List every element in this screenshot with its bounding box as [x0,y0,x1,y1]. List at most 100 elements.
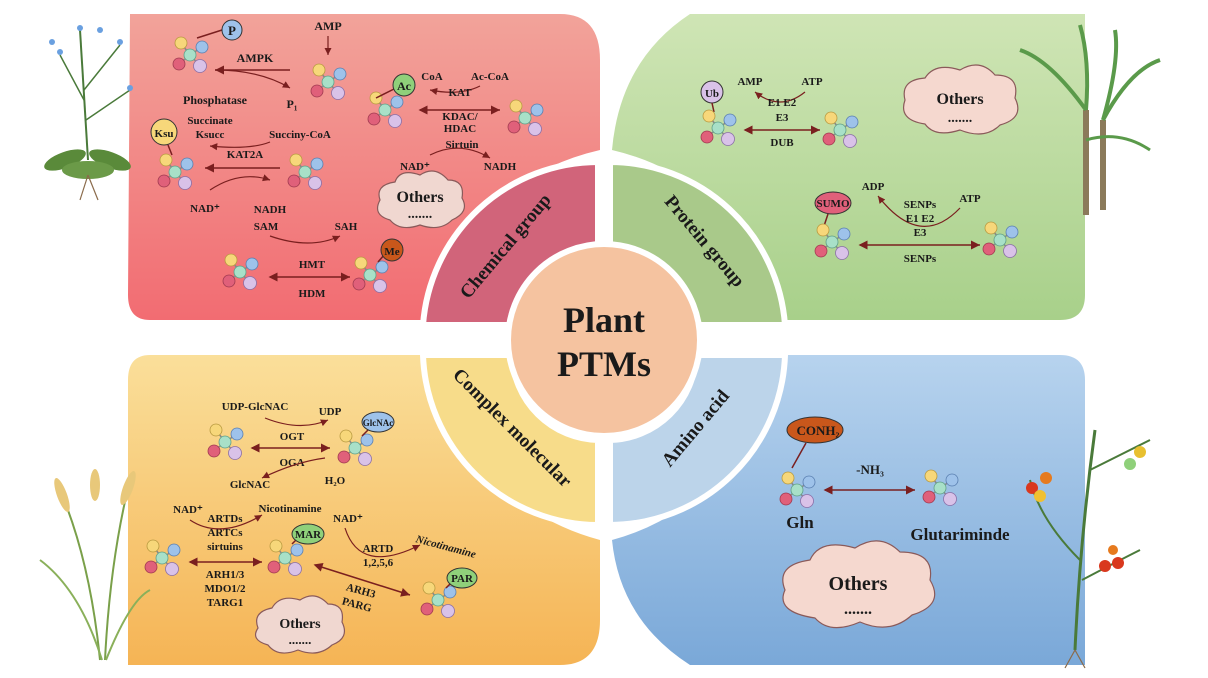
svg-text:Ac: Ac [397,79,412,93]
glcnac-group: UDP-GlcNAC UDP OGT OGA GlcNAC H₂O GlcNAc [207,401,395,491]
sugarcane-plant-illustration [1019,24,1161,215]
svg-text:Others: Others [396,189,443,206]
svg-text:Gln: Gln [786,513,814,532]
svg-text:Ksu: Ksu [155,128,174,140]
svg-text:Ub: Ub [705,88,719,100]
svg-text:NAD⁺: NAD⁺ [190,203,220,215]
svg-text:Phosphatase: Phosphatase [183,93,248,107]
svg-text:.......: ....... [289,632,312,647]
svg-text:Me: Me [384,246,399,258]
center-circle [505,241,703,439]
glcnac-badge [361,411,395,433]
conh2-badge [786,416,844,444]
svg-text:HDM: HDM [299,288,327,300]
svg-text:H₂O: H₂O [325,475,346,487]
svg-text:KDAC/: KDAC/ [442,111,478,123]
succinylation-group: Ksu Succinate Ksucc Succiny-CoA KAT2A NA… [150,115,331,216]
svg-text:E3: E3 [776,112,789,124]
amino-sector [607,352,789,529]
svg-text:-NH₃: -NH₃ [856,462,884,477]
svg-text:TARG1: TARG1 [207,597,243,609]
svg-text:ARH1/3: ARH1/3 [206,569,245,581]
svg-text:UDP: UDP [319,406,342,418]
svg-text:SAH: SAH [335,221,358,233]
svg-text:MDO1/2: MDO1/2 [205,583,246,595]
phospho-badge [221,19,243,41]
svg-text:Succinate: Succinate [187,115,232,127]
ksu-badge [150,118,178,146]
svg-text:sirtuins: sirtuins [207,541,243,553]
svg-text:OGA: OGA [279,457,304,469]
amino-panel-bg [612,355,1085,665]
sumoylation-group: SUMO ADP ATP SENPs E1 E2 E3 SENPs [814,181,1019,265]
ubiquitination-group: Ub AMP ATP E1 E2 E3 DUB [700,76,859,149]
svg-text:AMP: AMP [737,76,762,88]
svg-text:.......: ....... [948,111,973,126]
svg-text:Others: Others [829,573,888,595]
svg-text:AMPK: AMPK [237,51,274,65]
svg-text:GlcNAC: GlcNAC [230,479,270,491]
svg-text:KAT2A: KAT2A [227,149,264,161]
svg-text:NAD⁺: NAD⁺ [333,513,363,525]
center-title-line2: PTMs [557,344,651,384]
complex-sector [419,352,601,529]
svg-text:HMT: HMT [299,259,326,271]
svg-text:Ksucc: Ksucc [196,129,225,141]
svg-text:AMP: AMP [314,19,341,33]
svg-text:Nicotinamine: Nicotinamine [259,503,322,515]
svg-text:ADP: ADP [862,181,885,193]
svg-text:SENPs: SENPs [904,199,937,211]
svg-text:.......: ....... [408,207,433,222]
rice-plant-illustration [39,469,151,661]
svg-text:OGT: OGT [280,431,305,443]
svg-text:NADH: NADH [484,161,517,173]
complex-panel-bg [128,355,600,665]
tomato-plant-illustration [1026,429,1151,669]
deamidation-group: CONH₂ -NH₃ Gln Glutariminde [779,416,1010,544]
svg-text:NAD⁺: NAD⁺ [173,504,203,516]
svg-text:P₁: P₁ [287,97,298,111]
svg-text:Others: Others [936,91,983,108]
me-badge [380,238,404,262]
svg-text:PAR: PAR [451,573,474,585]
svg-text:UDP-GlcNAC: UDP-GlcNAC [222,401,289,413]
center-title-line1: Plant [563,300,645,340]
svg-text:Glutariminde: Glutariminde [910,525,1010,544]
svg-text:HDAC: HDAC [444,123,476,135]
svg-text:Others: Others [279,617,321,632]
svg-text:NADH: NADH [254,204,287,216]
svg-text:E1 E2: E1 E2 [768,97,797,109]
svg-text:ARTD: ARTD [363,543,394,555]
svg-text:SAM: SAM [254,221,279,233]
amino-others-cloud: Others ....... [782,540,936,629]
svg-text:E3: E3 [914,227,927,239]
svg-text:.......: ....... [844,601,872,618]
svg-text:P: P [228,23,236,38]
svg-text:SENPs: SENPs [904,253,937,265]
chemical-others-cloud: Others ....... [377,170,465,229]
acetylation-group: Ac CoA Ac-CoA KAT KDAC/ HDAC Sirtuin NAD… [367,71,544,173]
svg-text:KAT: KAT [448,87,472,99]
methylation-group: SAM SAH HMT HDM Me [222,221,404,300]
svg-text:ATP: ATP [959,193,980,205]
protein-others-cloud: Others ....... [903,64,1019,135]
arabidopsis-plant-illustration [44,25,133,201]
svg-text:Ac-CoA: Ac-CoA [471,71,509,83]
svg-text:NAD⁺: NAD⁺ [400,161,430,173]
ac-badge [392,73,416,97]
svg-text:1,2,5,6: 1,2,5,6 [363,557,394,569]
svg-text:CoA: CoA [421,71,442,83]
svg-text:ARTDs: ARTDs [207,513,243,525]
mar-badge [291,523,325,545]
par-badge [446,567,478,589]
svg-text:SUMO: SUMO [817,198,850,210]
svg-text:DUB: DUB [770,137,794,149]
svg-text:E1 E2: E1 E2 [906,213,935,225]
complex-others-cloud: Others ....... [255,595,345,654]
phosphorylation-group: P AMP AMPK Phosphatase P₁ [172,19,347,111]
svg-text:MAR: MAR [295,529,322,541]
svg-text:ATP: ATP [801,76,822,88]
sumo-badge [814,191,852,215]
svg-text:Succiny-CoA: Succiny-CoA [269,129,331,141]
